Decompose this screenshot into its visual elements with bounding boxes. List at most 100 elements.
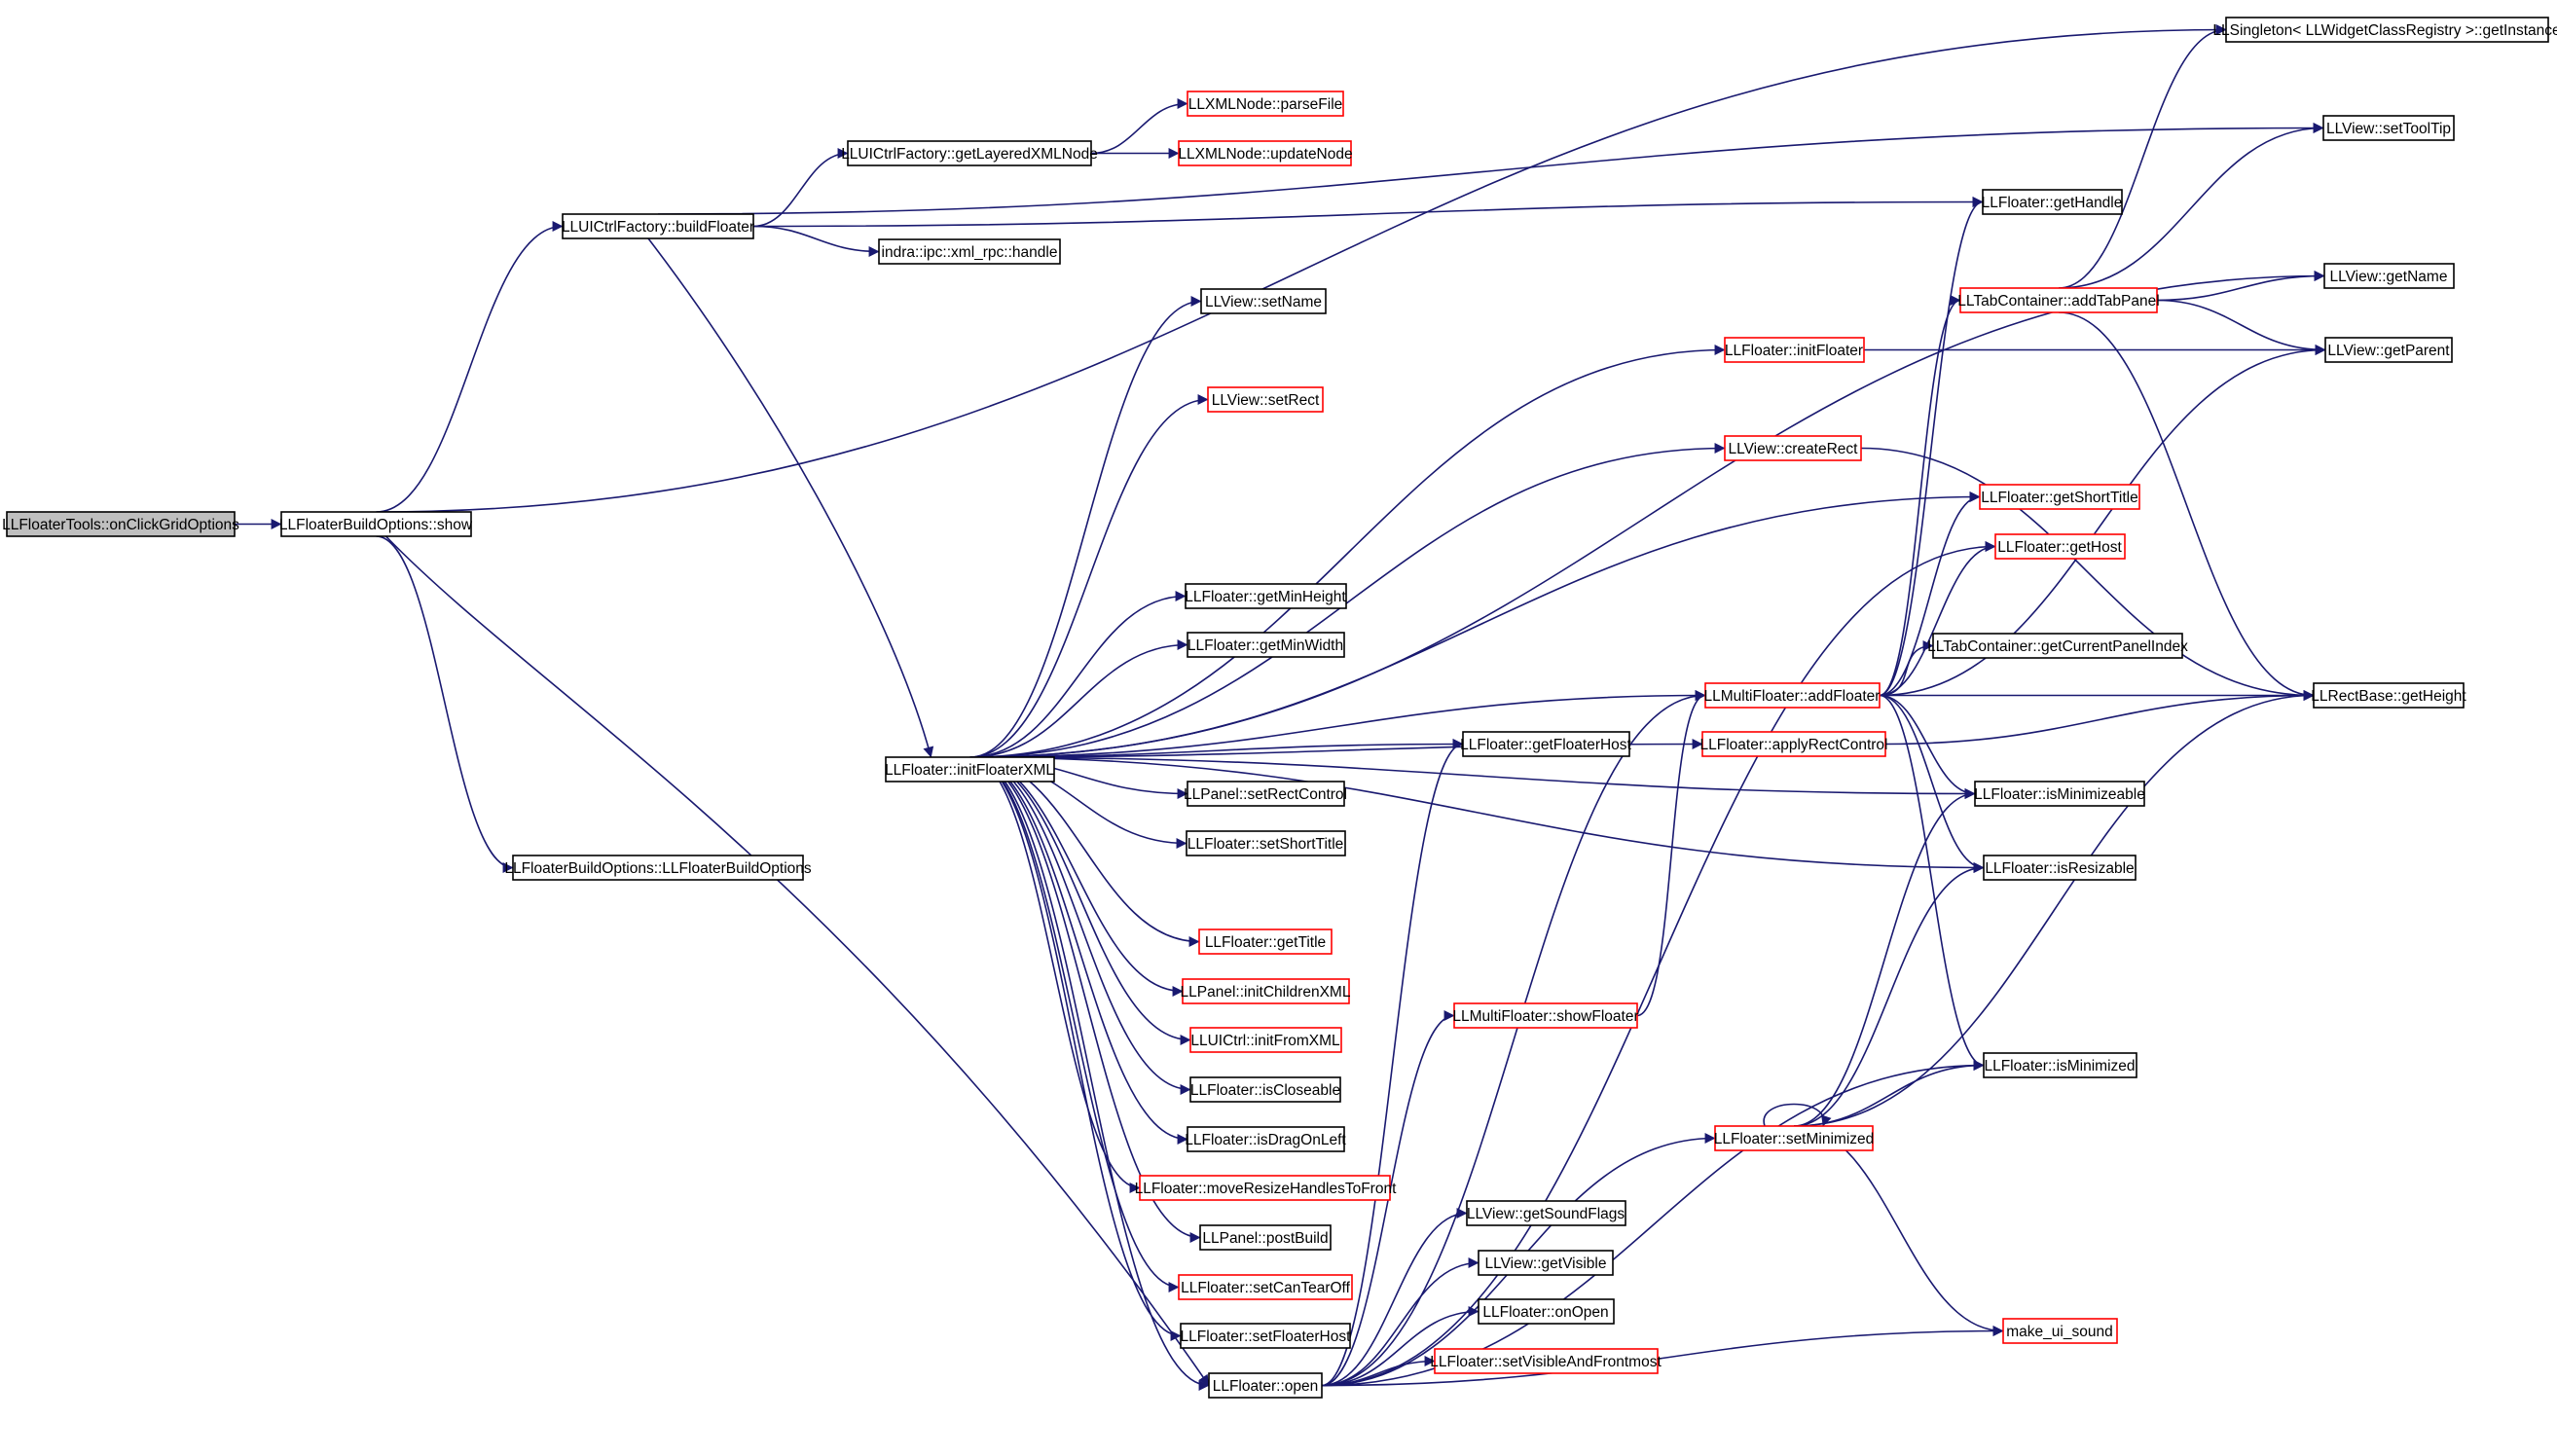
edge-initFloaterXML-to-addFloater — [969, 690, 1706, 758]
node-updateNode-label: LLXMLNode::updateNode — [1178, 146, 1352, 163]
node-addTabPanel[interactable]: LLTabContainer::addTabPanel — [1957, 287, 2160, 313]
node-makeUiSound[interactable]: make_ui_sound — [2002, 1318, 2118, 1344]
edge-addFloater-to-getParent — [1879, 345, 2326, 697]
node-setRect-label: LLView::setRect — [1212, 392, 1320, 409]
node-ctor[interactable]: LLFloaterBuildOptions::LLFloaterBuildOpt… — [504, 855, 812, 881]
edge-buildFloater-to-handle — [752, 225, 880, 257]
edge-addFloater-to-isMinimized — [1879, 694, 1985, 1071]
node-getParent[interactable]: LLView::getParent — [2324, 337, 2453, 363]
node-setToolTip-label: LLView::setToolTip — [2326, 121, 2451, 137]
node-isMinimized[interactable]: LLFloater::isMinimized — [1983, 1052, 2137, 1078]
node-getCurrentPanelIndex-label: LLTabContainer::getCurrentPanelIndex — [1927, 638, 2188, 655]
node-singleton[interactable]: LLSingleton< LLWidgetClassRegistry >::ge… — [2212, 17, 2557, 43]
edge-applyRectControl-to-getHeight — [1884, 690, 2315, 746]
node-setName[interactable]: LLView::setName — [1200, 288, 1327, 314]
node-isResizable[interactable]: LLFloater::isResizable — [1983, 855, 2137, 881]
node-getShortTitle-label: LLFloater::getShortTitle — [1981, 490, 2137, 506]
node-handle[interactable]: indra::ipc::xml_rpc::handle — [878, 238, 1061, 265]
node-setToolTip[interactable]: LLView::setToolTip — [2322, 115, 2455, 141]
node-open-label: LLFloater::open — [1213, 1378, 1319, 1395]
node-postBuild-label: LLPanel::postBuild — [1202, 1230, 1328, 1247]
edge-setMinimized-to-isMinimized — [1793, 1060, 1985, 1127]
node-getParent-label: LLView::getParent — [2327, 343, 2450, 359]
node-initFloater-label: LLFloater::initFloater — [1725, 343, 1863, 359]
node-applyRectControl[interactable]: LLFloater::applyRectControl — [1700, 731, 1888, 757]
node-getMinWidth[interactable]: LLFloater::getMinWidth — [1187, 632, 1345, 658]
node-getName[interactable]: LLView::getName — [2323, 263, 2455, 289]
node-setVisibleFront[interactable]: LLFloater::setVisibleAndFrontmost — [1430, 1348, 1662, 1374]
node-getHost[interactable]: LLFloater::getHost — [1994, 533, 2126, 560]
edge-initFloaterXML-to-initFloater — [969, 345, 1726, 758]
node-isDragOnLeft[interactable]: LLFloater::isDragOnLeft — [1185, 1126, 1346, 1152]
nodes-layer: LLFloaterTools::onClickGridOptions LLFlo… — [2, 17, 2557, 1399]
edge-createRect-to-getHeight — [1860, 447, 2315, 701]
node-isMinimizeable[interactable]: LLFloater::isMinimizeable — [1974, 781, 2145, 807]
edge-initFloaterXML-to-setCanTearOff — [969, 756, 1180, 1292]
node-parseFile-label: LLXMLNode::parseFile — [1188, 96, 1343, 113]
edge-show-to-ctor — [376, 535, 514, 873]
node-setFloaterHost[interactable]: LLFloater::setFloaterHost — [1180, 1323, 1352, 1349]
node-show-label: LLFloaterBuildOptions::show — [279, 517, 473, 533]
node-open[interactable]: LLFloater::open — [1208, 1372, 1323, 1399]
edge-open-to-getVisible — [1321, 1257, 1479, 1387]
node-setShortTitle-label: LLFloater::setShortTitle — [1187, 836, 1344, 853]
node-initChildrenXML[interactable]: LLPanel::initChildrenXML — [1181, 978, 1351, 1004]
node-initFloater[interactable]: LLFloater::initFloater — [1724, 337, 1865, 363]
edge-open-to-onOpen — [1321, 1306, 1479, 1387]
edge-initFloaterXML-to-isResizable — [969, 756, 1985, 873]
node-createRect[interactable]: LLView::createRect — [1724, 435, 1862, 461]
node-buildFloater[interactable]: LLUICtrlFactory::buildFloater — [562, 213, 754, 239]
edge-addTabPanel-to-getName — [2156, 271, 2325, 302]
node-getFloaterHost[interactable]: LLFloater::getFloaterHost — [1460, 731, 1632, 757]
node-handle-label: indra::ipc::xml_rpc::handle — [882, 244, 1058, 261]
node-setRectControl[interactable]: LLPanel::setRectControl — [1184, 781, 1347, 807]
node-getHandle[interactable]: LLFloater::getHandle — [1982, 189, 2123, 215]
node-isDragOnLeft-label: LLFloater::isDragOnLeft — [1185, 1132, 1346, 1148]
node-makeUiSound-label: make_ui_sound — [2006, 1324, 2112, 1340]
node-getCurrentPanelIndex[interactable]: LLTabContainer::getCurrentPanelIndex — [1927, 633, 2188, 659]
node-addFloater[interactable]: LLMultiFloater::addFloater — [1704, 682, 1881, 709]
node-onOpen[interactable]: LLFloater::onOpen — [1478, 1298, 1615, 1325]
node-root[interactable]: LLFloaterTools::onClickGridOptions — [2, 511, 239, 537]
node-setRect[interactable]: LLView::setRect — [1207, 386, 1324, 413]
node-getLayered[interactable]: LLUICtrlFactory::getLayeredXMLNode — [841, 140, 1098, 166]
node-setMinimized[interactable]: LLFloater::setMinimized — [1714, 1125, 1875, 1151]
node-getVisible[interactable]: LLView::getVisible — [1478, 1250, 1614, 1276]
node-getHeight[interactable]: LLRectBase::getHeight — [2311, 682, 2466, 709]
edge-initFloaterXML-to-isCloseable — [969, 756, 1191, 1095]
node-parseFile[interactable]: LLXMLNode::parseFile — [1187, 91, 1344, 117]
node-getMinHeight-label: LLFloater::getMinHeight — [1185, 589, 1346, 605]
node-getMinWidth-label: LLFloater::getMinWidth — [1187, 637, 1343, 654]
node-onOpen-label: LLFloater::onOpen — [1482, 1304, 1608, 1321]
node-setCanTearOff[interactable]: LLFloater::setCanTearOff — [1178, 1274, 1353, 1300]
node-getShortTitle[interactable]: LLFloater::getShortTitle — [1979, 484, 2140, 510]
node-getMinHeight[interactable]: LLFloater::getMinHeight — [1185, 583, 1347, 609]
node-showFloater[interactable]: LLMultiFloater::showFloater — [1452, 1002, 1639, 1029]
node-updateNode[interactable]: LLXMLNode::updateNode — [1178, 140, 1353, 166]
node-setVisibleFront-label: LLFloater::setVisibleAndFrontmost — [1430, 1354, 1662, 1370]
edge-open-to-isMinimized — [1321, 1060, 1985, 1387]
node-isMinimizeable-label: LLFloater::isMinimizeable — [1974, 786, 2145, 803]
node-addFloater-label: LLMultiFloater::addFloater — [1704, 688, 1881, 705]
edge-initFloaterXML-to-initFromXML — [969, 756, 1191, 1045]
node-getSoundFlags[interactable]: LLView::getSoundFlags — [1466, 1200, 1626, 1226]
node-isCloseable[interactable]: LLFloater::isCloseable — [1189, 1076, 1341, 1103]
edge-open-to-getFloaterHost — [1321, 739, 1464, 1387]
node-postBuild[interactable]: LLPanel::postBuild — [1199, 1224, 1332, 1251]
edge-addTabPanel-to-singleton — [2058, 24, 2227, 289]
node-initFloaterXML[interactable]: LLFloater::initFloaterXML — [885, 756, 1055, 783]
node-getTitle-label: LLFloater::getTitle — [1205, 934, 1326, 951]
node-setShortTitle[interactable]: LLFloater::setShortTitle — [1186, 830, 1346, 856]
node-moveResize[interactable]: LLFloater::moveResizeHandlesToFront — [1135, 1175, 1397, 1201]
edge-addFloater-to-addTabPanel — [1879, 295, 1961, 697]
node-getHeight-label: LLRectBase::getHeight — [2311, 688, 2466, 705]
edge-setMinimized-to-isResizable — [1793, 862, 1985, 1127]
node-show[interactable]: LLFloaterBuildOptions::show — [279, 511, 473, 537]
node-initFromXML[interactable]: LLUICtrl::initFromXML — [1189, 1027, 1342, 1053]
edge-addFloater-to-getHandle — [1879, 197, 1984, 697]
edge-addFloater-to-getCurrentPanelIndex — [1879, 640, 1934, 697]
edge-addTabPanel-to-getParent — [2156, 299, 2326, 355]
node-getTitle[interactable]: LLFloater::getTitle — [1198, 928, 1333, 955]
node-initFloaterXML-label: LLFloater::initFloaterXML — [885, 762, 1054, 779]
